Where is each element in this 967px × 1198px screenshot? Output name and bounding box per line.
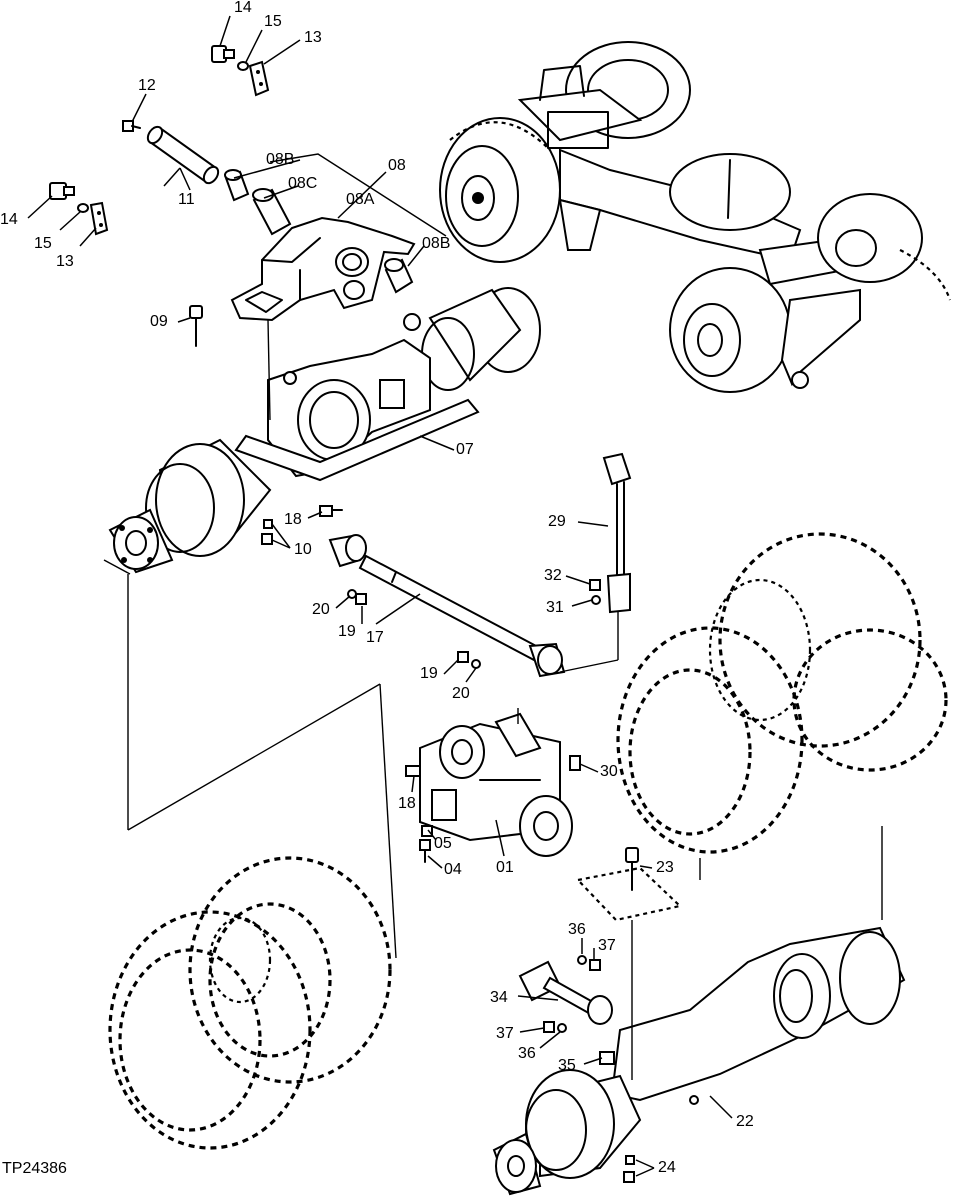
callout-13-top: 13 [304,29,322,46]
callout-08b-upper: 08B [266,151,295,168]
bushing-08b-upper [224,169,250,202]
bolt-04 [419,839,431,863]
callout-20-upper: 20 [312,601,330,618]
callout-24: 24 [658,1159,676,1176]
callout-19-lower: 19 [420,665,438,682]
bolt-30 [569,755,581,771]
driveshaft-17 [328,534,566,678]
callout-36-lower: 36 [518,1045,536,1062]
callout-18-lower: 18 [398,795,416,812]
callout-34: 34 [490,989,508,1006]
front-axle-07 [108,287,541,574]
callout-11: 11 [178,191,195,208]
callout-23: 23 [656,859,674,876]
tire-dashed-right [616,532,948,854]
callout-36-upper: 36 [568,921,586,938]
callout-37-lower: 37 [496,1025,514,1042]
nut-19-upper [355,593,367,605]
callout-31: 31 [546,599,564,616]
lock-plate-13-left [89,201,109,236]
nut-37-lower [543,1021,555,1033]
bolt-18-upper [319,505,343,517]
callout-14-left: 14 [0,211,18,228]
callout-08a: 08A [346,191,375,208]
callout-30: 30 [600,763,618,780]
callout-09: 09 [150,313,168,330]
rear-driveshaft-34 [518,960,613,1025]
bushing-08b-lower [384,258,414,294]
nut-20-lower [471,659,481,669]
bolt-10-pair [261,519,273,545]
callout-05: 05 [434,835,452,852]
bolt-23 [625,847,639,891]
lock-plate-13-top [248,60,270,97]
bolt-18-lower [405,765,421,777]
nut-32 [589,579,601,591]
washer-31 [591,595,601,605]
bolt-35 [599,1051,615,1065]
washer-15-left [77,203,89,213]
transmission-01 [419,712,573,857]
pivot-bracket-08 [230,216,416,322]
bolt-14-left [49,182,75,200]
callout-15-top: 15 [264,13,282,30]
washer-15-top [237,61,249,71]
callout-18-upper: 18 [284,511,302,528]
callout-12: 12 [138,77,156,94]
callout-17: 17 [366,629,384,646]
callout-19-upper: 19 [338,623,356,640]
bolt-14-top [211,45,235,63]
bolt-12 [122,120,141,132]
callout-13-left: 13 [56,253,74,270]
callout-01: 01 [496,859,514,876]
bolt-09 [189,305,203,347]
callout-20-lower: 20 [452,685,470,702]
callout-04: 04 [444,861,462,878]
callout-10: 10 [294,541,312,558]
callout-29: 29 [548,513,566,530]
callout-22: 22 [736,1113,754,1130]
callout-14-top: 14 [234,0,252,16]
nut-36-upper [577,955,587,965]
callout-08b-lower: 08B [422,235,451,252]
machine-overview [439,41,952,393]
callout-08: 08 [388,157,406,174]
leader-lines [27,15,733,1177]
nut-36-lower [557,1023,567,1033]
callout-07: 07 [456,441,474,458]
bolt-24-pair [623,1155,635,1183]
reference-lines [103,319,883,1080]
nut-37-upper [589,959,601,971]
steering-shaft-29 [602,452,632,614]
mount-plate [575,866,683,922]
bolt-05 [421,825,433,837]
callout-32: 32 [544,567,562,584]
tire-dashed-lower-left [108,856,392,1150]
callout-15-left: 15 [34,235,52,252]
pin-11 [146,125,220,185]
figure-id-label: TP24386 [2,1160,67,1177]
nut-19-lower [457,651,469,663]
rear-axle-22 [492,926,906,1196]
callout-08c: 08C [288,175,318,192]
callout-37-upper: 37 [598,937,616,954]
callout-35: 35 [558,1057,576,1074]
